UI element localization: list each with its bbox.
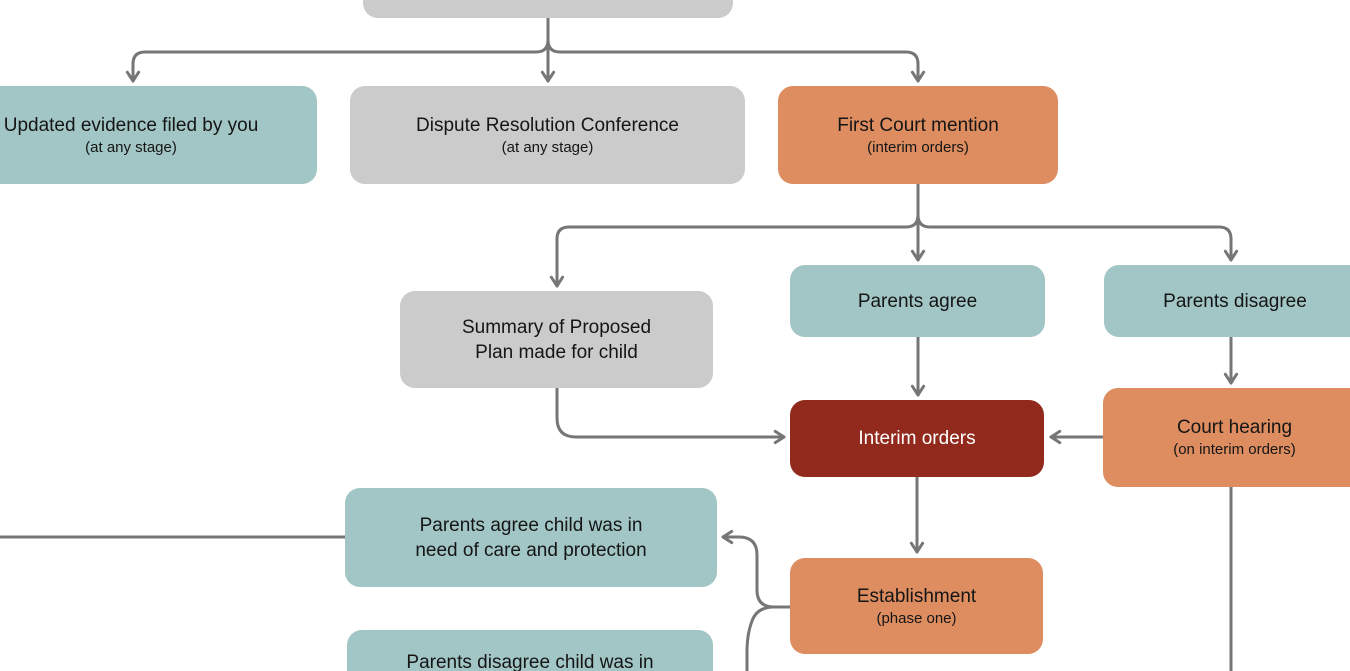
node-sublabel: (at any stage) xyxy=(85,138,177,156)
edge-top-to-updated-evidence xyxy=(125,16,550,83)
node-first-court-mention: First Court mention (interim orders) xyxy=(778,86,1058,184)
node-parents-agree: Parents agree xyxy=(790,265,1045,337)
edge-top-to-first-court-mention xyxy=(546,16,926,83)
node-label: Court hearing xyxy=(1176,417,1293,438)
node-court-hearing: Court hearing (on interim orders) xyxy=(1103,388,1350,487)
node-label: Parents disagree child was in xyxy=(406,652,654,671)
node-parents-agree-child: Parents agree child was in need of care … xyxy=(345,488,717,587)
node-label: Establishment xyxy=(856,585,977,607)
node-label: Dispute Resolution Conference xyxy=(416,114,679,136)
node-updated-evidence: Updated evidence filed by you (at any st… xyxy=(0,86,317,184)
node-label: Parents agree xyxy=(857,290,978,312)
node-sublabel: (on interim orders) xyxy=(1173,441,1296,458)
node-label: First Court mention xyxy=(837,114,999,136)
node-summary-plan: Summary of Proposed Plan made for child xyxy=(400,291,713,388)
node-interim-orders: Interim orders xyxy=(790,400,1044,477)
edge-establishment-to-parents-agree-child xyxy=(721,529,792,609)
node-top xyxy=(363,0,733,18)
node-parents-disagree-child: Parents disagree child was in xyxy=(347,630,713,671)
node-label: Updated evidence filed by you xyxy=(3,114,259,136)
edge-establishment-to-parents-disagree-child xyxy=(745,605,776,671)
edge-first-court-mention-to-parents-disagree xyxy=(916,182,1239,262)
node-label: Parents disagree xyxy=(1163,290,1307,312)
node-sublabel: (at any stage) xyxy=(501,138,594,156)
edge-summary-plan-to-interim-orders xyxy=(555,386,786,445)
node-sublabel: (interim orders) xyxy=(867,138,969,156)
node-label: Interim orders xyxy=(858,428,976,449)
node-label: Parents agree child was in need of care … xyxy=(415,514,647,561)
node-parents-disagree: Parents disagree xyxy=(1104,265,1350,337)
node-sublabel: (phase one) xyxy=(876,609,957,627)
node-label: Summary of Proposed Plan made for child xyxy=(461,316,652,363)
node-dispute-resolution: Dispute Resolution Conference (at any st… xyxy=(350,86,745,184)
node-establishment: Establishment (phase one) xyxy=(790,558,1043,654)
